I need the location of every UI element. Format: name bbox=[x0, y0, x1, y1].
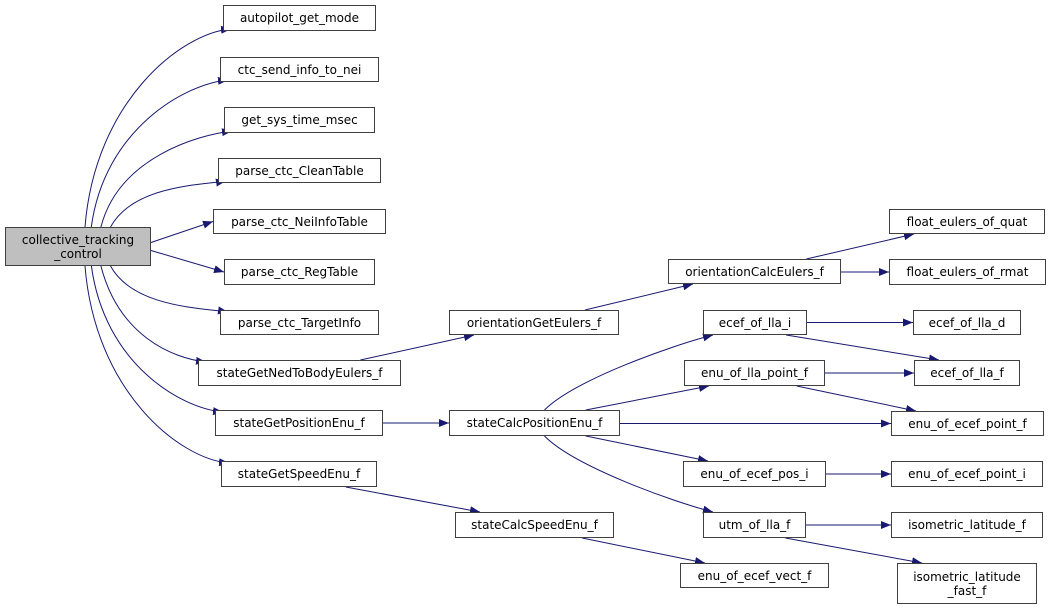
node-stategetnedtobodyeulers-f[interactable]: stateGetNedToBodyEulers_f bbox=[198, 360, 401, 386]
edge-orientationGetEulers_f-to-orientationCalcEulers_f bbox=[584, 282, 694, 311]
edge-stateCalcPositionEnu_f-to-enu_of_ecef_pos_i bbox=[585, 435, 709, 463]
node-ecef-of-lla-i[interactable]: ecef_of_lla_i bbox=[703, 310, 807, 335]
edge-root-to-parse_ctc_CleanTable bbox=[110, 178, 227, 228]
node-float-eulers-of-rmat[interactable]: float_eulers_of_rmat bbox=[889, 259, 1046, 285]
node-collective-tracking-control: collective_tracking _control bbox=[5, 227, 151, 266]
node-parse-ctc-targetinfo[interactable]: parse_ctc_TargetInfo bbox=[220, 310, 379, 335]
node-isometric-latitude-f[interactable]: isometric_latitude_f bbox=[891, 512, 1043, 538]
node-parse-ctc-regtable[interactable]: parse_ctc_RegTable bbox=[224, 259, 375, 285]
edge-stateCalcSpeedEnu_f-to-enu_of_ecef_vect_f bbox=[582, 537, 706, 565]
edge-root-to-stateGetSpeedEnu_f bbox=[84, 265, 230, 467]
node-ctc-send-info-to-nei[interactable]: ctc_send_info_to_nei bbox=[220, 57, 379, 82]
node-autopilot-get-mode[interactable]: autopilot_get_mode bbox=[223, 5, 376, 31]
node-ecef-of-lla-d[interactable]: ecef_of_lla_d bbox=[913, 310, 1021, 335]
node-statecalcpositionenu-f[interactable]: stateCalcPositionEnu_f bbox=[449, 410, 620, 436]
edge-stateCalcPositionEnu_f-to-utm_of_lla_f bbox=[544, 435, 714, 514]
node-parse-ctc-neiinfotable[interactable]: parse_ctc_NeiInfoTable bbox=[213, 209, 386, 234]
edge-orientationCalcEulers_f-to-float_eulers_of_quat bbox=[806, 232, 915, 260]
edge-stateGetSpeedEnu_f-to-stateCalcSpeedEnu_f bbox=[345, 486, 481, 515]
node-enu-of-ecef-point-f[interactable]: enu_of_ecef_point_f bbox=[891, 411, 1044, 436]
node-isometric-latitude-fast-f[interactable]: isometric_latitude _fast_f bbox=[897, 563, 1037, 604]
edge-ecef_of_lla_i-to-ecef_of_lla_f bbox=[786, 334, 940, 363]
node-stategetspeedenu-f[interactable]: stateGetSpeedEnu_f bbox=[221, 461, 377, 487]
node-enu-of-ecef-pos-i[interactable]: enu_of_ecef_pos_i bbox=[683, 461, 826, 487]
node-enu-of-ecef-point-i[interactable]: enu_of_ecef_point_i bbox=[891, 461, 1043, 487]
edge-stateGetNedToBodyEulers_f-to-orientationGetEulers_f bbox=[360, 333, 475, 361]
node-enu-of-lla-point-f[interactable]: enu_of_lla_point_f bbox=[684, 360, 825, 386]
node-get-sys-time-msec[interactable]: get_sys_time_msec bbox=[224, 107, 375, 133]
node-orientationgeteulers-f[interactable]: orientationGetEulers_f bbox=[449, 310, 619, 335]
node-statecalcspeedenu-f[interactable]: stateCalcSpeedEnu_f bbox=[455, 512, 614, 538]
node-float-eulers-of-quat[interactable]: float_eulers_of_quat bbox=[889, 209, 1045, 234]
edge-stateCalcPositionEnu_f-to-enu_of_lla_point_f bbox=[585, 383, 710, 411]
edge-enu_of_lla_point_f-to-enu_of_ecef_point_f bbox=[796, 385, 917, 413]
edge-root-to-parse_ctc_RegTable bbox=[150, 250, 225, 274]
edge-stateCalcPositionEnu_f-to-ecef_of_lla_i bbox=[544, 333, 714, 411]
node-stategetpositionenu-f[interactable]: stateGetPositionEnu_f bbox=[215, 410, 383, 436]
node-ecef-of-lla-f[interactable]: ecef_of_lla_f bbox=[914, 360, 1020, 386]
edge-root-to-ctc_send_info_to_nei bbox=[90, 76, 229, 228]
edge-root-to-autopilot_get_mode bbox=[84, 25, 232, 228]
node-utm-of-lla-f[interactable]: utm_of_lla_f bbox=[703, 512, 806, 538]
edge-root-to-stateGetNedToBodyEulers_f bbox=[100, 265, 207, 365]
edge-utm_of_lla_f-to-isometric_latitude_fast_f bbox=[785, 537, 923, 566]
node-enu-of-ecef-vect-f[interactable]: enu_of_ecef_vect_f bbox=[680, 563, 829, 588]
edge-root-to-stateGetPositionEnu_f bbox=[90, 265, 224, 416]
node-parse-ctc-cleantable[interactable]: parse_ctc_CleanTable bbox=[218, 158, 381, 183]
edge-root-to-parse_ctc_TargetInfo bbox=[110, 265, 229, 315]
edge-root-to-parse_ctc_NeiInfoTable bbox=[150, 220, 214, 243]
edge-root-to-get_sys_time_msec bbox=[100, 128, 233, 228]
node-orientationcalceulers-f[interactable]: orientationCalcEulers_f bbox=[668, 259, 841, 284]
